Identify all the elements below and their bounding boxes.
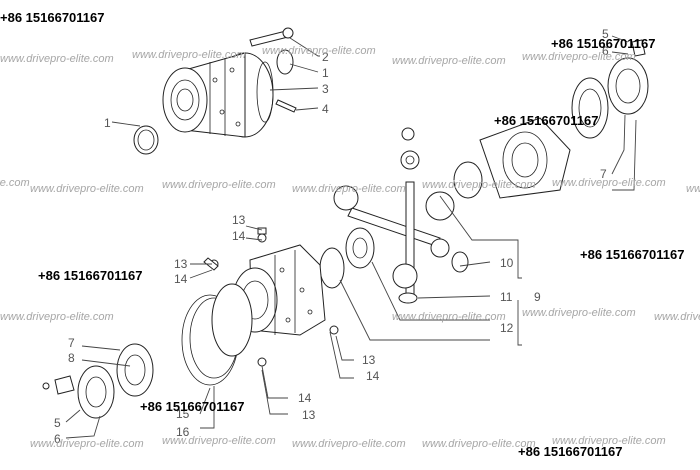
- callout-5-lower: 5: [54, 416, 61, 430]
- callout-2: 2: [322, 50, 329, 64]
- callout-5-upper: 5: [602, 27, 609, 41]
- watermark: www.drivepro-elite.com: [162, 435, 276, 447]
- bolt-2: [249, 27, 294, 47]
- callout-14-d: 14: [298, 391, 312, 405]
- phone-number: +86 15166701167: [580, 247, 684, 262]
- upper-right-bearing: [571, 39, 649, 139]
- watermark: www.drivepro-elite.com: [292, 438, 406, 450]
- pin-4: [275, 99, 297, 113]
- o-rings-15-16: [181, 283, 253, 386]
- callout-11: 11: [500, 290, 513, 304]
- callout-15: 15: [176, 407, 190, 421]
- lower-bearing: [42, 343, 154, 419]
- watermark: www.drivepro-elite.com: [522, 51, 636, 63]
- callout-1-left: 1: [104, 116, 111, 130]
- callout-1-upper: 1: [322, 66, 329, 80]
- differential-center: [333, 127, 483, 304]
- watermark: www.drivepro-elite.com: [30, 438, 144, 450]
- callout-12: 12: [500, 321, 514, 335]
- watermarks: www.drivepro-elite.com www.drivepro-elit…: [0, 45, 700, 450]
- callout-6-lower: 6: [54, 432, 61, 446]
- callout-16: 16: [176, 425, 190, 439]
- watermark: www.drivepro-elite.com: [262, 45, 376, 57]
- callout-3: 3: [322, 82, 329, 96]
- phone-number: +86 15166701167: [494, 113, 598, 128]
- phone-number: +86 15166701167: [518, 444, 622, 459]
- callout-9: 9: [534, 290, 541, 304]
- watermark: www.drivepro-elite.com: [30, 183, 144, 195]
- watermark: www.drivepro-elite.com: [552, 177, 666, 189]
- watermark: www.drivepro-elite.com: [422, 179, 536, 191]
- callout-8: 8: [68, 351, 75, 365]
- callout-13-d: 13: [302, 408, 316, 422]
- callout-numbers: 2 1 3 4 1 5 6 7 10 9 11 12 13 14 13 14 1…: [54, 27, 609, 446]
- phone-number: +86 15166701167: [0, 10, 104, 25]
- callout-6-upper: 6: [602, 44, 609, 58]
- watermark: www.drivepro-elite.com: [686, 183, 700, 195]
- watermark: www.drivepro-elite.com: [0, 177, 30, 189]
- watermark: www.drivepro-elite.com: [522, 307, 636, 319]
- leader-lines: [65, 35, 637, 439]
- watermark: www.drivepro-elite.com: [552, 435, 666, 447]
- phone-number: +86 15166701167: [140, 399, 244, 414]
- callout-13-a: 13: [232, 213, 246, 227]
- washer-1-upper: [276, 49, 294, 75]
- right-carrier-cover: [479, 117, 571, 199]
- upper-carrier-housing: [162, 52, 274, 138]
- callout-14-c: 14: [366, 369, 380, 383]
- callout-14-b: 14: [174, 272, 188, 286]
- callout-7-lower: 7: [68, 336, 75, 350]
- callout-13-c: 13: [362, 353, 376, 367]
- callout-7-upper: 7: [600, 167, 607, 181]
- callout-10: 10: [500, 256, 514, 270]
- callout-4: 4: [322, 102, 329, 116]
- phone-numbers: +86 15166701167 +86 15166701167 +86 1516…: [0, 10, 684, 459]
- callout-13-b: 13: [174, 257, 188, 271]
- phone-number: +86 15166701167: [38, 268, 142, 283]
- ring-1-left: [133, 125, 159, 155]
- thrust-washer: [319, 247, 345, 289]
- phone-number: +86 15166701167: [551, 36, 655, 51]
- watermark: www.drivepro-elite.com: [162, 179, 276, 191]
- watermark: www.drivepro-elite.com: [392, 311, 506, 323]
- watermark: www.drivepro-elite.com: [132, 49, 246, 61]
- watermark: www.drivepro-elite.com: [0, 53, 114, 65]
- side-gear: [345, 227, 375, 269]
- watermark: www.drivepro-elite.com: [654, 311, 700, 323]
- watermark: www.drivepro-elite.com: [422, 438, 536, 450]
- callout-14-a: 14: [232, 229, 246, 243]
- watermark: www.drivepro-elite.com: [0, 311, 114, 323]
- watermark: www.drivepro-elite.com: [392, 55, 506, 67]
- watermark: www.drivepro-elite.com: [292, 183, 406, 195]
